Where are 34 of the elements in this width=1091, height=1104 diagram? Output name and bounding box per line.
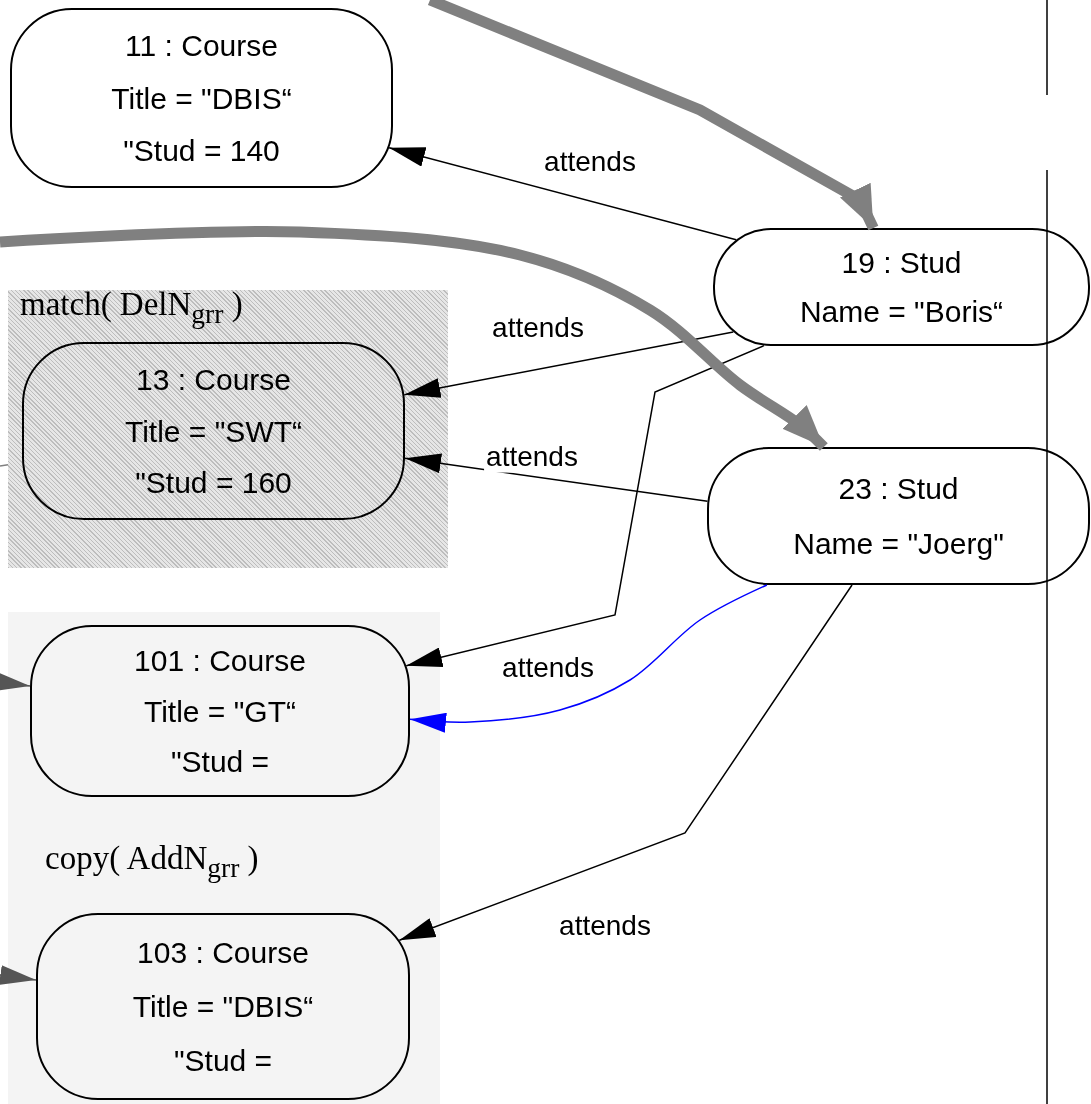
object-node xyxy=(707,447,1090,585)
attribute-text: Title = "SWT“ xyxy=(124,414,302,448)
region-label: match( DelN$_{grr}$ ) xyxy=(20,286,243,329)
attribute-text: "Stud = 140 xyxy=(123,133,280,167)
object-node xyxy=(36,913,410,1100)
object-node xyxy=(30,625,410,797)
attribute-text: "Stud = 160 xyxy=(135,466,292,500)
arrow xyxy=(427,0,879,231)
arrow xyxy=(0,226,828,451)
attribute-text: Name = "Joerg" xyxy=(793,527,1004,561)
attribute-text: "Stud = xyxy=(173,1044,273,1077)
arrow xyxy=(403,331,735,401)
attribute-text: Title = "DBIS“ xyxy=(111,81,292,115)
object-name: 103 : Course xyxy=(137,936,309,969)
line xyxy=(0,463,9,467)
object-node xyxy=(713,228,1090,346)
attribute-text: Title = "DBIS“ xyxy=(132,990,314,1023)
object-name: 101 : Course xyxy=(134,644,306,678)
arrow xyxy=(0,967,37,988)
attribute-text: "Stud = xyxy=(170,744,270,778)
attribute-text: Title = "GT“ xyxy=(143,694,297,728)
object-node xyxy=(22,342,405,520)
attribute-text: Name = "Boris“ xyxy=(799,295,1004,328)
object-name: 23 : Stud xyxy=(838,471,959,505)
copy-region xyxy=(8,612,440,1104)
object-node xyxy=(10,8,393,188)
object-name: 11 : Course xyxy=(125,29,278,63)
arrow xyxy=(409,584,768,732)
region-label: copy( AddN$_{grr}$ ) xyxy=(45,840,259,883)
object-name: 13 : Course xyxy=(135,362,292,396)
match-region xyxy=(8,290,448,568)
arrow xyxy=(404,451,709,503)
arrow xyxy=(398,584,853,943)
object-name: 19 : Stud xyxy=(841,246,962,279)
